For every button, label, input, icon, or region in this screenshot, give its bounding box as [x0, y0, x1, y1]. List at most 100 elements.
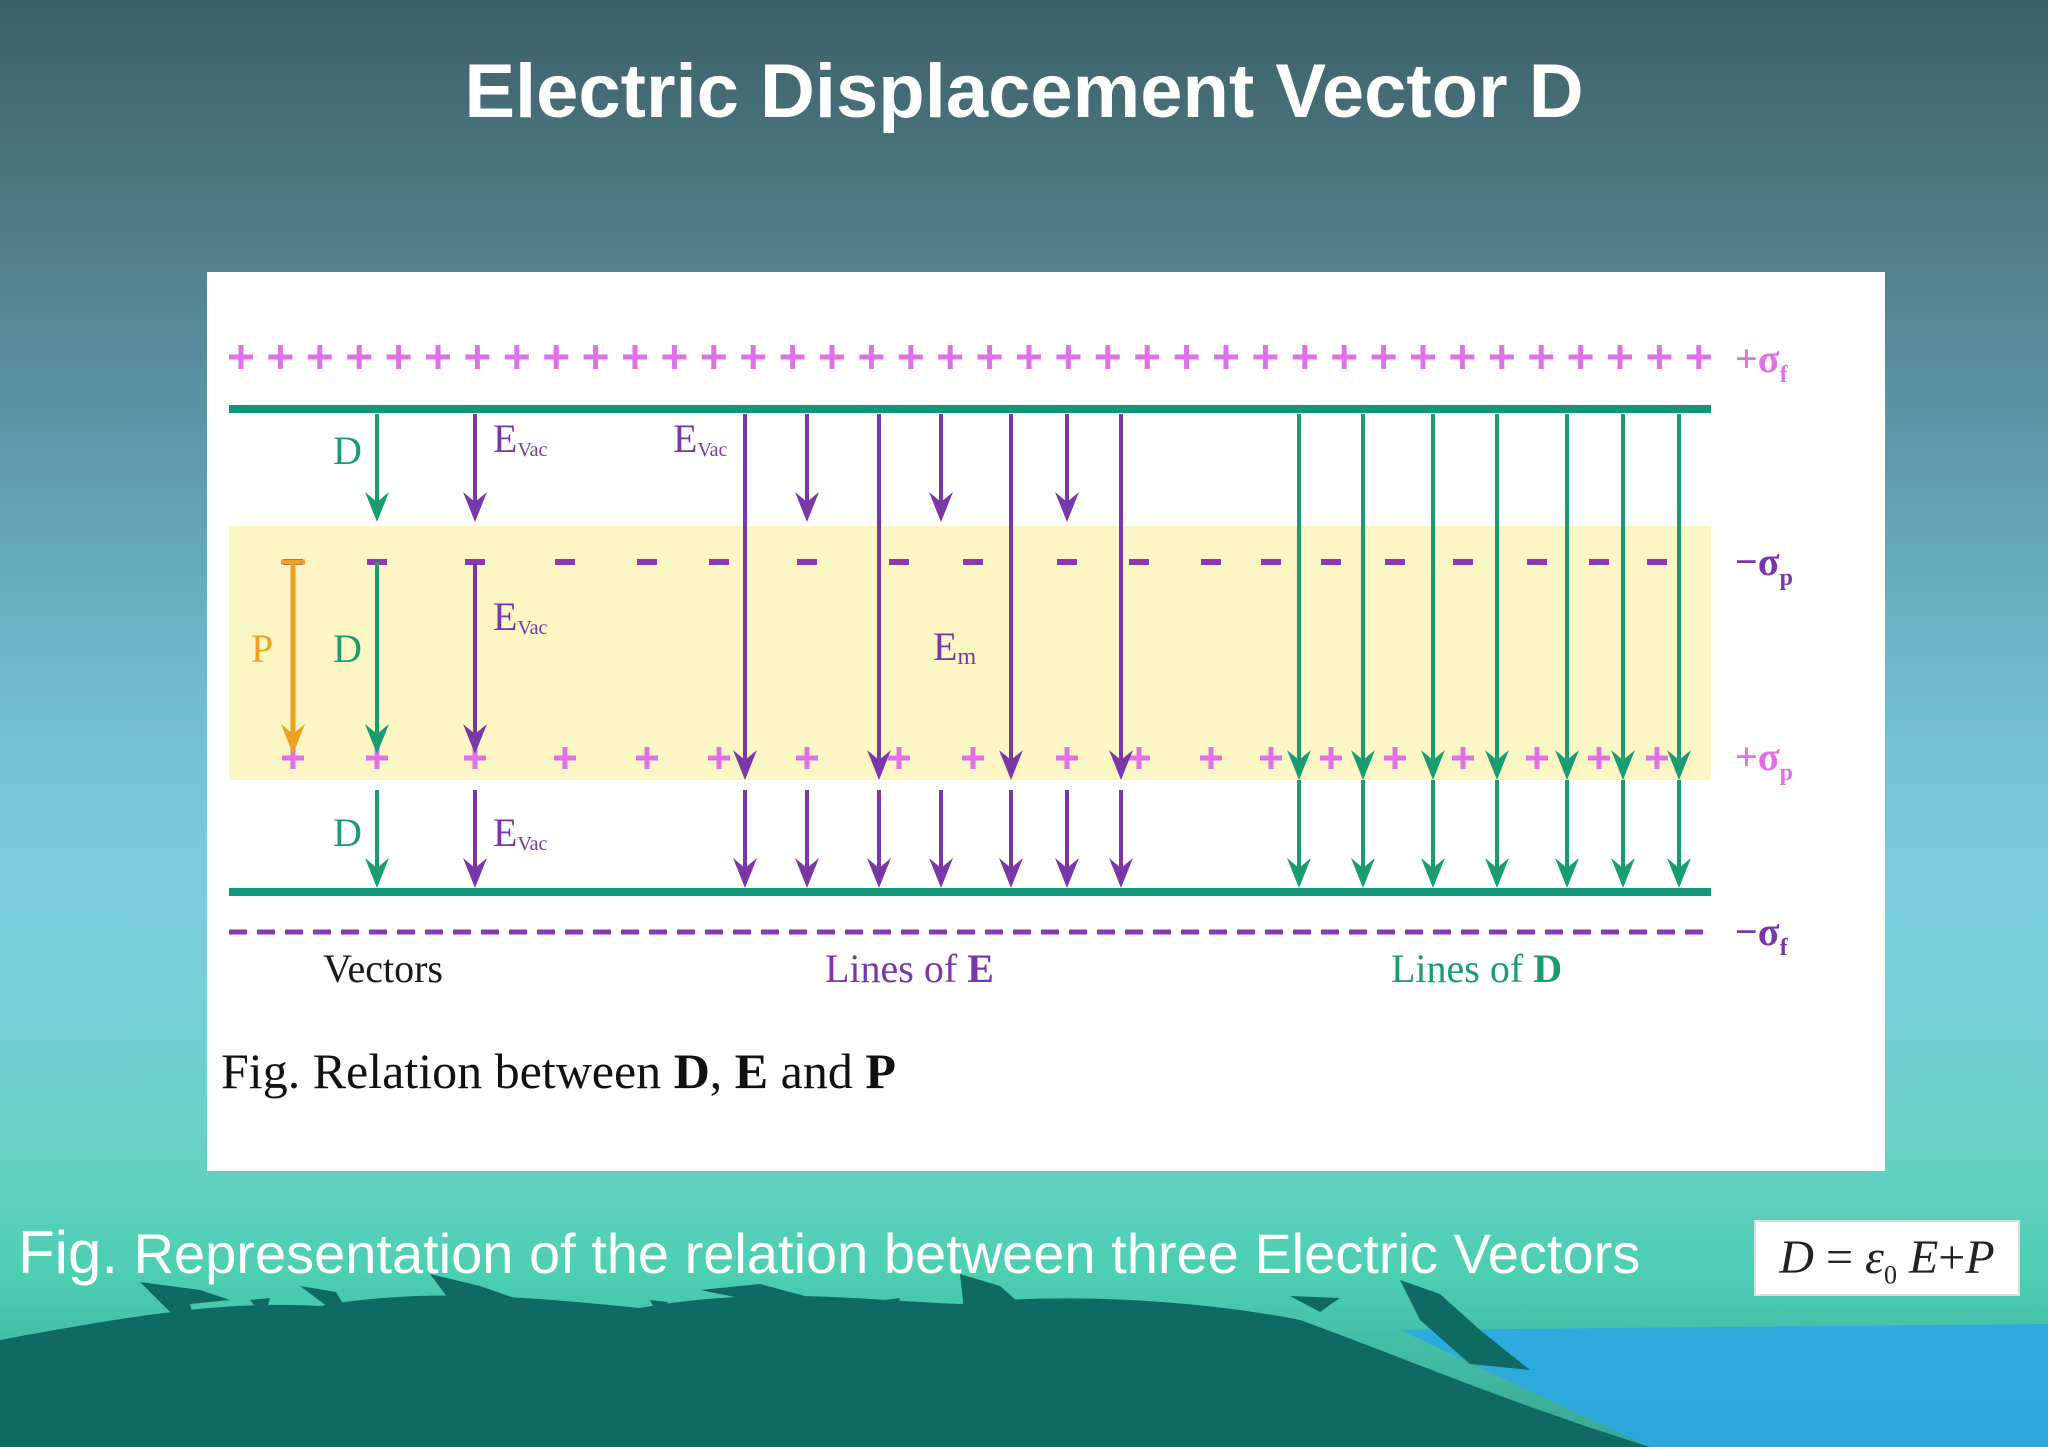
plus-charge — [820, 345, 844, 369]
plus-charge — [1260, 747, 1282, 769]
plus-charge — [898, 345, 923, 369]
plus-charge — [1135, 345, 1160, 369]
plus-charge — [1450, 345, 1475, 369]
label-em: Em — [933, 624, 976, 670]
d-field-line — [1667, 780, 1691, 888]
plus-charge — [1647, 345, 1672, 369]
caption-vectors: Vectors — [323, 946, 443, 991]
d-field-line — [1351, 414, 1375, 780]
d-field-line — [1287, 414, 1311, 780]
plus-charge — [347, 345, 372, 369]
plus-charge — [465, 345, 490, 369]
d-field-line — [1351, 780, 1375, 888]
plus-charge — [1332, 345, 1357, 369]
plus-charge — [1646, 747, 1668, 769]
plus-charge — [1526, 747, 1548, 769]
d-field-line — [1555, 414, 1579, 780]
plus-charge — [1056, 345, 1081, 369]
label-d-bottom: D — [333, 810, 362, 855]
label-plus-sigma-p: +σp — [1735, 734, 1793, 786]
e-field-line — [999, 414, 1023, 780]
e-field-line — [929, 790, 953, 888]
d-field-line — [1421, 414, 1445, 780]
d-field-line — [1485, 414, 1509, 780]
plus-charge — [1529, 345, 1554, 369]
plus-charge — [977, 345, 1002, 369]
label-evac-bottom: EVac — [493, 810, 548, 855]
label-evac-top-2: EVac — [673, 416, 728, 461]
e-field-line — [1055, 414, 1079, 522]
d-field-line — [1667, 414, 1691, 780]
plus-charge — [623, 345, 647, 369]
plus-charge — [962, 747, 984, 769]
plus-charge — [1214, 345, 1238, 369]
plus-charge — [268, 345, 293, 369]
free-charge-plus-row — [229, 345, 1711, 369]
plus-charge — [1608, 345, 1632, 369]
plus-charge — [1384, 747, 1406, 769]
label-evac-top: EVac — [493, 416, 548, 461]
plus-charge — [780, 345, 805, 369]
label-plus-sigma-f: +σf — [1735, 336, 1789, 388]
d-arrow — [365, 790, 389, 888]
figure-panel: +σf −σp +σp −σf D EVac EVac P D EVac Em … — [207, 272, 1885, 1171]
e-field-line — [1109, 414, 1133, 780]
slide-title: Electric Displacement Vector D — [464, 49, 1584, 134]
d-arrow — [365, 414, 389, 522]
landscape-silhouette — [0, 1274, 2048, 1447]
plus-charge — [938, 345, 963, 369]
plus-charge — [1253, 345, 1278, 369]
plus-charge — [1200, 747, 1222, 769]
diagram-svg: +σf −σp +σp −σf D EVac EVac P D EVac Em … — [221, 336, 1793, 1099]
plus-charge — [1056, 747, 1078, 769]
label-minus-sigma-p: −σp — [1735, 539, 1793, 591]
slide-caption-text: Representation of the relation between t… — [133, 1222, 1641, 1285]
caption-lines-of-e: Lines of E — [825, 946, 994, 991]
label-minus-sigma-f: −σf — [1735, 909, 1789, 961]
plus-charge — [741, 345, 766, 369]
slide-caption-prefix: Fig. — [18, 1219, 119, 1286]
plus-charge — [1588, 747, 1610, 769]
slide-caption: Fig. Representation of the relation betw… — [18, 1218, 1640, 1287]
e-vac-arrow — [463, 414, 487, 522]
p-arrow — [281, 562, 305, 754]
plus-charge — [583, 345, 608, 369]
d-arrow — [365, 562, 389, 754]
plus-charge — [1489, 345, 1514, 369]
e-field-line — [795, 414, 819, 522]
plus-charge — [859, 345, 884, 369]
e-field-line — [733, 790, 757, 888]
label-d-top: D — [333, 428, 362, 473]
plus-charge — [662, 345, 687, 369]
plus-charge — [1017, 345, 1041, 369]
plus-charge — [888, 747, 910, 769]
polarization-plus-row — [282, 747, 1668, 769]
plus-charge — [229, 345, 253, 369]
e-field-line — [867, 414, 891, 780]
d-field-line — [1421, 780, 1445, 888]
field-lines — [281, 414, 1691, 888]
formula-box: D = ε0 E+P — [1754, 1220, 2020, 1296]
e-vac-arrow — [463, 562, 487, 754]
e-field-line — [867, 790, 891, 888]
plus-charge — [1174, 345, 1199, 369]
d-field-line — [1555, 780, 1579, 888]
plus-charge — [544, 345, 569, 369]
label-p: P — [251, 626, 273, 671]
plus-charge — [1128, 747, 1150, 769]
figure-caption: Fig. Relation between D, E and P — [221, 1043, 896, 1099]
d-field-line — [1485, 780, 1509, 888]
plus-charge — [307, 345, 332, 369]
e-field-line — [795, 790, 819, 888]
label-d-mid: D — [333, 626, 362, 671]
plus-charge — [504, 345, 529, 369]
e-field-line — [929, 414, 953, 522]
plus-charge — [701, 345, 726, 369]
e-vac-arrow — [463, 790, 487, 888]
caption-lines-of-d: Lines of D — [1391, 946, 1562, 991]
plus-charge — [386, 345, 411, 369]
e-field-line — [733, 414, 757, 780]
plus-charge — [554, 747, 576, 769]
e-field-line — [1109, 790, 1133, 888]
plus-charge — [636, 747, 658, 769]
